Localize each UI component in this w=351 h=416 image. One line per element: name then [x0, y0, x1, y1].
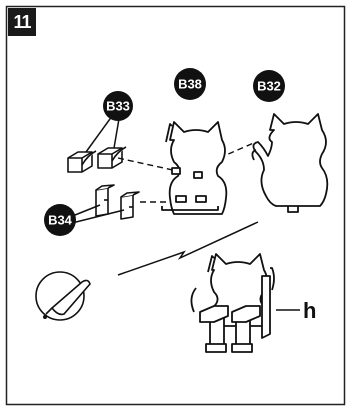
label-b33-text: B33 [106, 99, 130, 114]
label-b38-text: B38 [178, 77, 202, 92]
b34-clips [96, 185, 139, 219]
step-number-badge: 11 [8, 8, 36, 36]
label-b32: B32 [253, 70, 285, 102]
label-b33: B33 [103, 91, 133, 121]
cat-piece-b32 [252, 114, 327, 212]
b33-pegs [68, 147, 126, 172]
label-b34-text: B34 [48, 213, 73, 228]
label-b34: B34 [44, 204, 76, 236]
glue-tube-icon [36, 272, 90, 320]
callout-h-label: h [303, 298, 316, 324]
cat-piece-b38 [162, 122, 226, 214]
assembled-cat [191, 254, 274, 352]
label-b38: B38 [174, 68, 206, 100]
label-b32-text: B32 [257, 79, 281, 94]
